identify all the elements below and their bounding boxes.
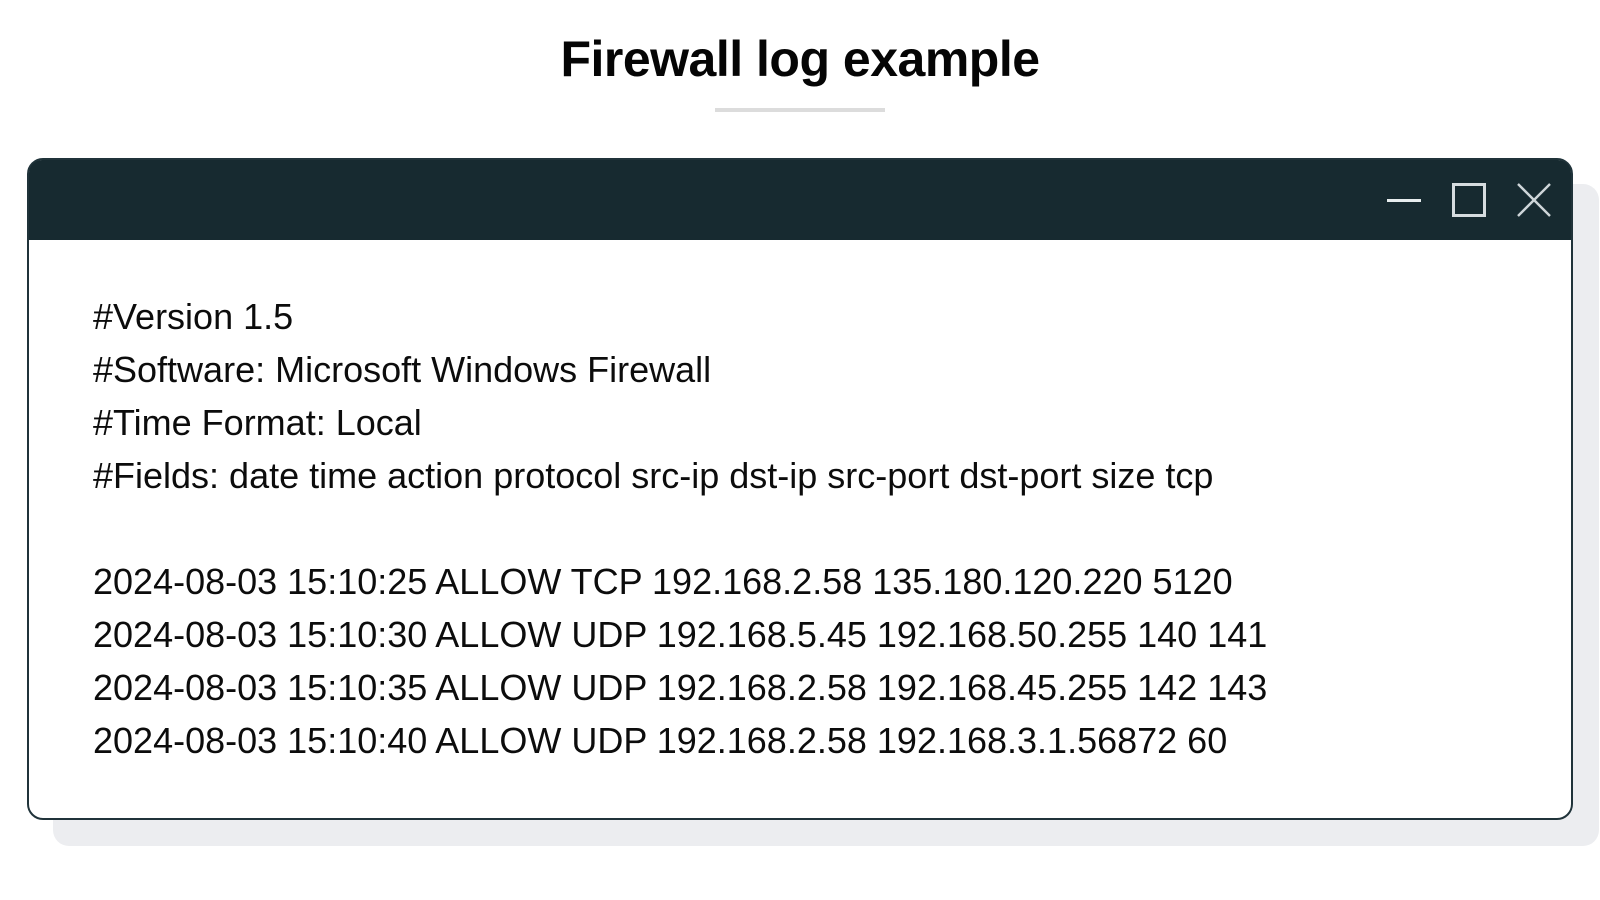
log-header-lines: #Version 1.5 #Software: Microsoft Windows… (93, 290, 1531, 502)
maximize-icon (1452, 183, 1486, 217)
log-header-line: #Version 1.5 (93, 296, 294, 337)
maximize-button[interactable] (1452, 183, 1486, 217)
window-titlebar[interactable] (29, 160, 1571, 240)
log-entry-line: 2024-08-03 15:10:25 ALLOW TCP 192.168.2.… (93, 561, 1233, 602)
title-divider (715, 108, 885, 112)
page-title: Firewall log example (560, 31, 1040, 87)
close-icon (1517, 183, 1551, 217)
log-blank-line (93, 502, 1531, 555)
log-entry-line: 2024-08-03 15:10:40 ALLOW UDP 192.168.2.… (93, 720, 1228, 761)
minimize-icon (1387, 198, 1421, 202)
minimize-button[interactable] (1387, 183, 1421, 217)
log-header-line: #Time Format: Local (93, 402, 422, 443)
log-entry-line: 2024-08-03 15:10:30 ALLOW UDP 192.168.5.… (93, 614, 1268, 655)
log-entries: 2024-08-03 15:10:25 ALLOW TCP 192.168.2.… (93, 555, 1531, 767)
close-button[interactable] (1517, 183, 1551, 217)
firewall-log-window: #Version 1.5 #Software: Microsoft Windows… (27, 158, 1573, 820)
log-header-line: #Software: Microsoft Windows Firewall (93, 349, 712, 390)
log-entry-line: 2024-08-03 15:10:35 ALLOW UDP 192.168.2.… (93, 667, 1268, 708)
log-header-line: #Fields: date time action protocol src-i… (93, 455, 1214, 496)
log-content: #Version 1.5 #Software: Microsoft Windows… (29, 240, 1571, 767)
